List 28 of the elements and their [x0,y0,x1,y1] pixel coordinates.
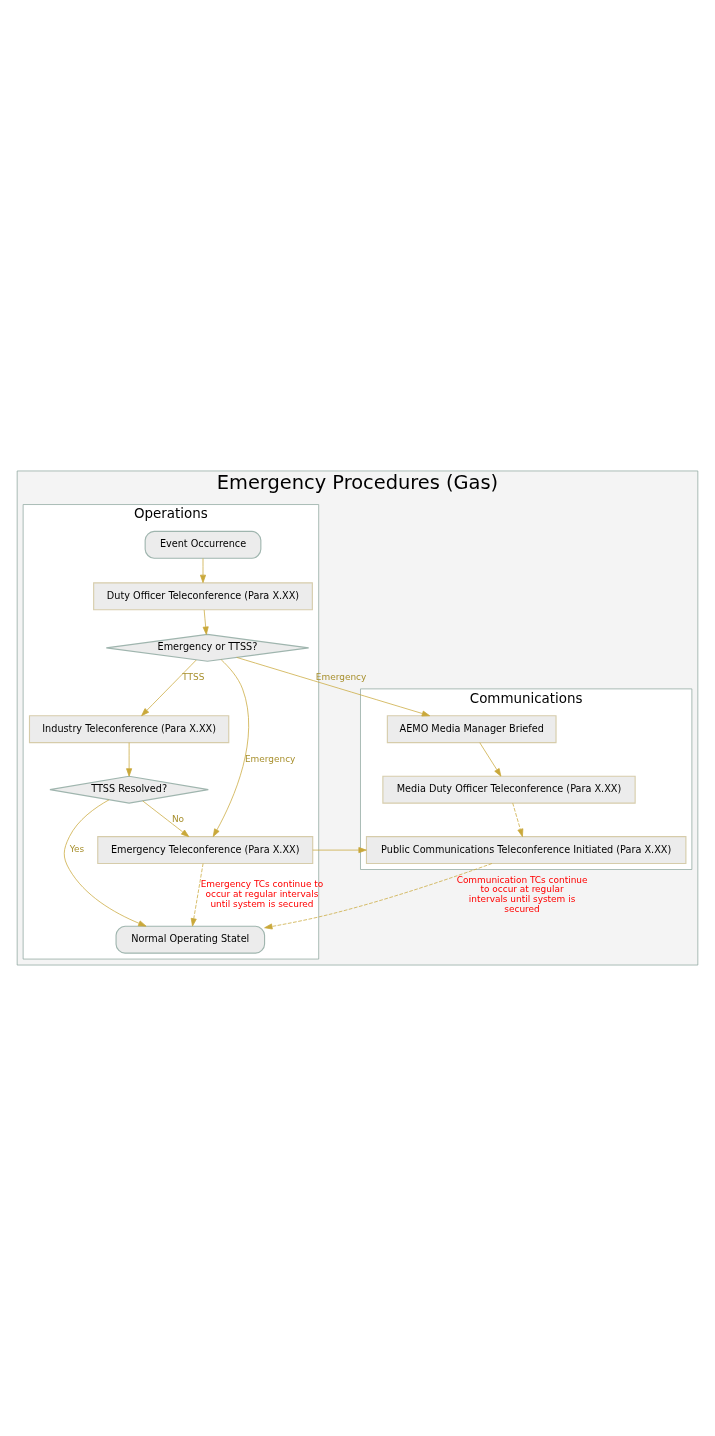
arrow [264,863,493,930]
arrow [512,802,524,837]
arrow [141,659,197,717]
arrow [212,659,250,837]
arrow [126,742,133,777]
arrow [236,657,431,717]
arrow [190,863,204,927]
arrow [142,800,190,838]
arrow [63,799,147,927]
node-diamond: Emergency or TTSS? [105,633,310,662]
arrow [200,558,206,583]
arrow [202,609,209,635]
edge-label: No [171,814,185,825]
arrow [479,742,502,777]
node-box: AEMO Media Manager Briefed [386,715,557,744]
edge-label: TTSS [182,672,205,683]
arrow [312,847,367,854]
node-box: Normal Operating Statel [115,925,266,954]
node-box: Duty Officer Teleconference (Para X.XX) [93,582,313,611]
edge-label: Communication TCs continue to occur at regular intervals until system is secured [456,874,588,914]
node-diamond: TTSS Resolved? [49,775,209,804]
edge-label: Yes [69,844,85,855]
node-box: Media Duty Officer Teleconference (Para X.XX) [382,775,636,804]
edge-label: Emergency [244,753,296,764]
node-box: Emergency Teleconference (Para X.XX) [97,836,314,865]
node-box: Event Occurrence [144,530,262,559]
node-box: Industry Teleconference (Para X.XX) [28,715,230,744]
node-box: Public Communications Teleconference Initiated (Para X.XX) [365,836,687,865]
